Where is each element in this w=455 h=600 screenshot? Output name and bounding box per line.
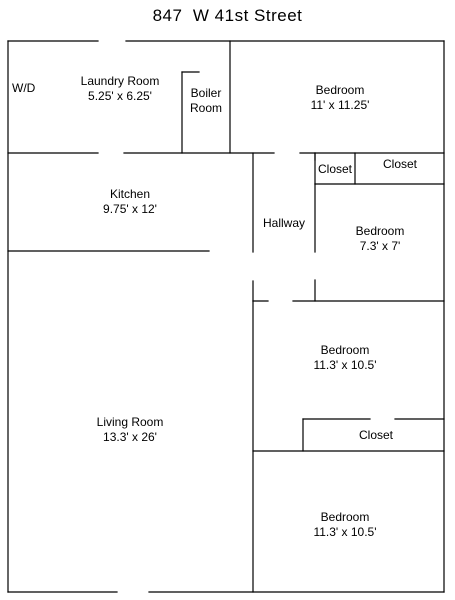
laundry-room-label: Laundry Room 5.25' x 6.25' <box>70 74 170 104</box>
kitchen-label: Kitchen 9.75' x 12' <box>80 187 180 217</box>
bedroom-mid-small-size: 7.3' x 7' <box>359 239 401 253</box>
upper-walls <box>7 40 445 154</box>
kitchen-walls <box>7 152 445 302</box>
bedroom-bottom-label: Bedroom 11.3' x 10.5' <box>290 510 400 540</box>
bedroom-top-name: Bedroom <box>315 83 365 97</box>
boiler-room-label: Boiler Room <box>189 86 222 115</box>
bedroom-mid-label: Bedroom 11.3' x 10.5' <box>290 343 400 373</box>
bedroom-top-size: 11' x 11.25' <box>310 98 370 112</box>
kitchen-size: 9.75' x 12' <box>103 202 157 216</box>
hallway-label: Hallway <box>262 216 305 230</box>
page-title: 847 W 41st Street <box>152 6 303 25</box>
bedroom-bottom-name: Bedroom <box>320 510 370 524</box>
closet-walls-top <box>314 152 445 185</box>
laundry-room-size: 5.25' x 6.25' <box>88 89 152 103</box>
closet-lower-label: Closet <box>358 428 393 442</box>
living-room-size: 13.3' x 26' <box>103 430 157 444</box>
closet-top-right-label: Closet <box>382 157 417 171</box>
outer-walls <box>7 40 445 593</box>
living-room-name: Living Room <box>96 415 164 429</box>
bedroom-mid-small-label: Bedroom 7.3' x 7' <box>330 224 430 254</box>
bedroom-bottom-size: 11.3' x 10.5' <box>313 525 377 539</box>
bedroom-mid-name: Bedroom <box>320 343 370 357</box>
closet-small-label: Closet <box>317 162 352 176</box>
kitchen-name: Kitchen <box>109 187 151 201</box>
lower-walls <box>252 300 445 593</box>
bedroom-mid-size: 11.3' x 10.5' <box>313 358 377 372</box>
bedroom-top-label: Bedroom 11' x 11.25' <box>285 83 395 113</box>
laundry-room-name: Laundry Room <box>80 74 160 88</box>
living-room-label: Living Room 13.3' x 26' <box>75 415 185 445</box>
wd-label: W/D <box>12 81 36 95</box>
bedroom-mid-small-name: Bedroom <box>355 224 405 238</box>
